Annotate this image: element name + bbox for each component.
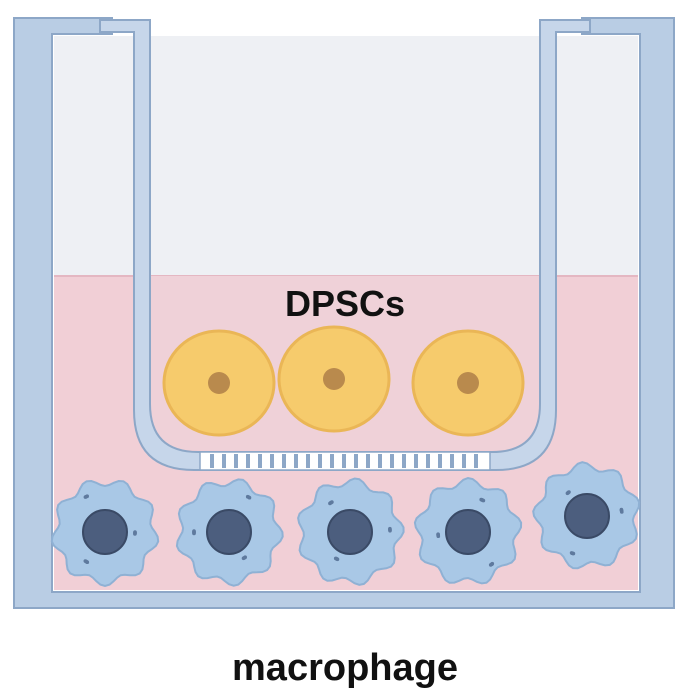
membrane-pore (354, 454, 358, 468)
well-walls (13, 17, 675, 609)
membrane-pore (426, 454, 430, 468)
membrane-pore (342, 454, 346, 468)
macrophage-granule (620, 510, 624, 514)
membrane-pore (318, 454, 322, 468)
insert-walls (99, 19, 591, 471)
dpsc-nucleus (457, 372, 479, 394)
membrane-pores (210, 454, 478, 468)
membrane-pore (366, 454, 370, 468)
membrane-pore (330, 454, 334, 468)
macrophage-granule (241, 556, 246, 561)
macrophage-granule (333, 556, 338, 561)
membrane-pore (294, 454, 298, 468)
membrane-pore (414, 454, 418, 468)
macrophage-granule (85, 494, 89, 499)
macrophage-nucleus (206, 509, 252, 555)
macrophage-cell (175, 478, 284, 587)
macrophage-cell (50, 479, 160, 588)
macrophage-label: macrophage (232, 647, 458, 689)
dpsc-nucleus (208, 372, 230, 394)
macrophage-granule (330, 500, 334, 504)
membrane-pore (210, 454, 214, 468)
macrophage-cell (532, 461, 641, 570)
membrane-pore (450, 454, 454, 468)
membrane-pore (282, 454, 286, 468)
macrophage-granule (567, 490, 571, 494)
membrane-pore (246, 454, 250, 468)
membrane-pore (258, 454, 262, 468)
dpsc-nucleus (323, 368, 345, 390)
membrane-pore (270, 454, 274, 468)
membrane-pore (474, 454, 478, 468)
macrophage-nucleus (564, 493, 610, 539)
macrophage-granule (388, 528, 392, 533)
macrophage-granule (133, 532, 137, 536)
macrophage-granule (247, 495, 252, 500)
macrophage-nucleus (82, 509, 128, 555)
dpsc-cell (277, 325, 391, 433)
macrophage-granule (192, 529, 196, 533)
membrane-pore (438, 454, 442, 468)
dpsc-cell (162, 329, 276, 437)
dpsc-cells (162, 325, 525, 437)
macrophage-cell (413, 476, 523, 585)
membrane-pore (306, 454, 310, 468)
membrane-pore (462, 454, 466, 468)
membrane-pore (378, 454, 382, 468)
dpsc-label: DPSCs (285, 283, 405, 324)
macrophage-nucleus (445, 509, 491, 555)
macrophage-granule (569, 551, 574, 555)
macrophage-granule (83, 559, 88, 563)
membrane-pore (222, 454, 226, 468)
macrophage-cell (297, 477, 405, 586)
membrane-pore (390, 454, 394, 468)
macrophage-granule (488, 563, 493, 567)
macrophage-cells (50, 461, 641, 588)
membrane-pore (234, 454, 238, 468)
macrophage-granule (481, 498, 486, 503)
macrophage-nucleus (327, 509, 373, 555)
dpsc-cell (411, 329, 525, 437)
macrophage-granule (436, 532, 440, 536)
membrane-pore (402, 454, 406, 468)
